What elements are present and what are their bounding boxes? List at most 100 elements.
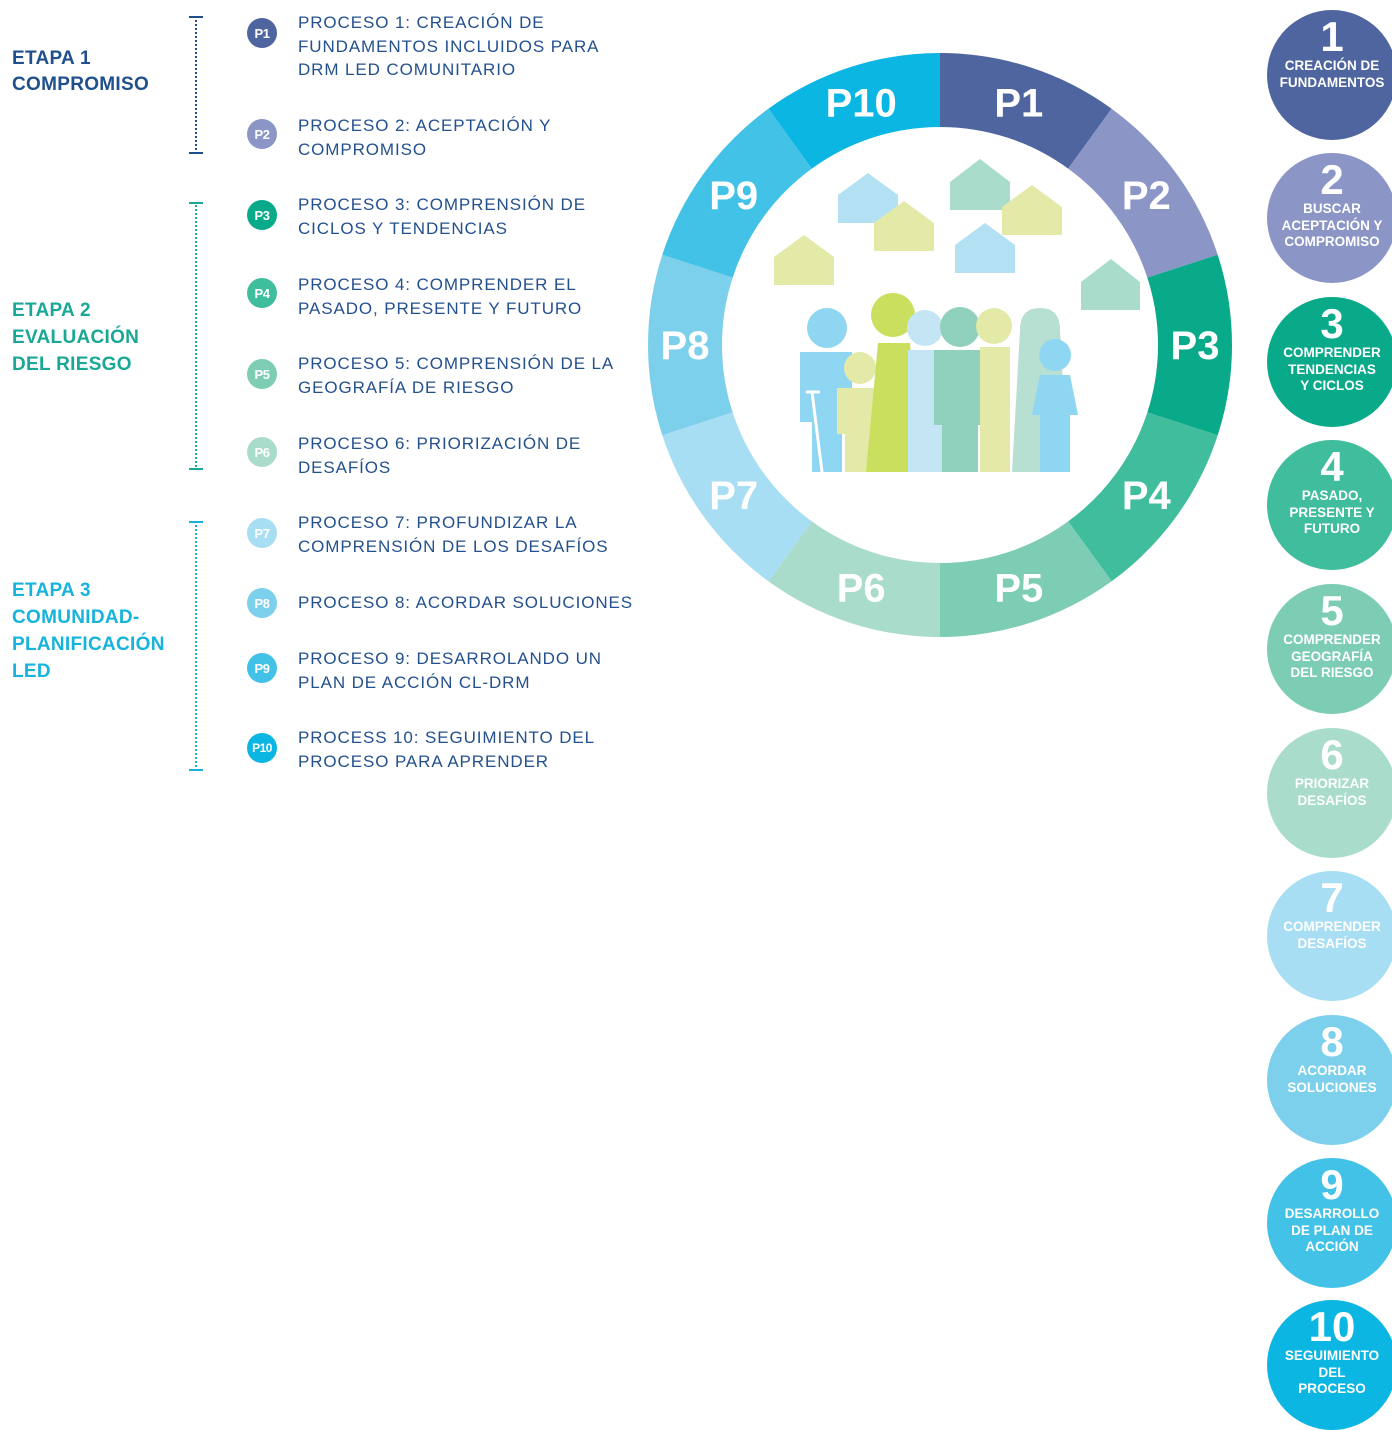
- step-1-number: 1: [1320, 13, 1344, 60]
- process-4-badge: P4: [247, 278, 277, 308]
- step-10-label-1: SEGUIMIENTO: [1284, 1348, 1380, 1363]
- process-8-badge: P8: [247, 588, 277, 618]
- step-10-label-3: PROCESO: [1298, 1381, 1366, 1396]
- process-10-badge: P10: [247, 733, 277, 763]
- step-3-circle: 3 COMPRENDER TENDENCIAS Y CICLOS: [1267, 297, 1392, 427]
- person-head: [807, 308, 847, 348]
- process-7-text: PROCESO 7: PROFUNDIZAR LA COMPRENSIÓN DE…: [298, 511, 668, 558]
- process-7-badge: P7: [247, 518, 277, 548]
- house-icon: [774, 235, 834, 285]
- step-5-circle: 5 COMPRENDER GEOGRAFÍA DEL RIESGO: [1267, 584, 1392, 714]
- process-6-text: PROCESO 6: PRIORIZACIÓN DE DESAFÍOS: [298, 432, 668, 479]
- step-4-label-3: FUTURO: [1303, 521, 1361, 536]
- process-10-text: PROCESS 10: SEGUIMIENTO DEL PROCESO PARA…: [298, 726, 668, 773]
- step-8-label-2: SOLUCIONES: [1287, 1079, 1377, 1095]
- step-10-number: 10: [1308, 1303, 1356, 1350]
- houses: [774, 159, 1140, 310]
- step-9-number: 9: [1320, 1161, 1344, 1208]
- ring-segment-p2: [1068, 108, 1218, 278]
- step-8-label-1: ACORDAR: [1297, 1063, 1367, 1078]
- step-1-label-2: FUNDAMENTOS: [1279, 74, 1385, 90]
- step-3-label-1: COMPRENDER: [1283, 345, 1381, 360]
- ring-label-p2: P2: [1122, 174, 1171, 218]
- process-7-line-1: PROCESO 7: PROFUNDIZAR LA: [298, 513, 578, 532]
- stage-2-label: ETAPA 2 EVALUACIÓN DEL RIESGO: [12, 297, 139, 378]
- process-9-badge: P9: [247, 653, 277, 683]
- step-4-circle: 4 PASADO, PRESENTE Y FUTURO: [1267, 440, 1392, 570]
- step-5-label-3: DEL RIESGO: [1290, 665, 1374, 680]
- ring-segment-p7: [662, 412, 812, 582]
- process-3-line-2: CICLOS Y TENDENCIAS: [298, 218, 508, 238]
- process-1-text: PROCESO 1: CREACIÓN DE FUNDAMENTOS INCLU…: [298, 11, 668, 82]
- process-5-line-2: GEOGRAFÍA DE RIESGO: [298, 377, 515, 397]
- stage-3-name-line1: COMUNIDAD-: [12, 607, 140, 628]
- ring-segment-p1: [940, 53, 1112, 169]
- ring-label-p4: P4: [1122, 474, 1172, 518]
- process-7-line-2: COMPRENSIÓN DE LOS DESAFÍOS: [298, 536, 609, 556]
- stage-3-bracket: [189, 521, 203, 771]
- process-2-badge: P2: [247, 119, 277, 149]
- process-8-text: PROCESO 8: ACORDAR SOLUCIONES: [298, 591, 668, 615]
- ring-segment-p9: [662, 108, 812, 278]
- process-3-line-1: PROCESO 3: COMPRENSIÓN DE: [298, 195, 586, 214]
- step-8-number: 8: [1320, 1018, 1344, 1065]
- stage-3-name-line3: LED: [12, 661, 51, 682]
- step-7-label-2: DESAFÍOS: [1297, 935, 1367, 951]
- house-icon: [1081, 259, 1140, 310]
- stage-1-bracket: [189, 16, 203, 154]
- process-2-text: PROCESO 2: ACEPTACIÓN Y COMPROMISO: [298, 114, 668, 161]
- step-9-circle: 9 DESARROLLO DE PLAN DE ACCIÓN: [1267, 1158, 1392, 1288]
- step-5-label-2: GEOGRAFÍA: [1291, 648, 1373, 664]
- stage-1-name: COMPROMISO: [12, 74, 150, 95]
- ring-segments: [648, 53, 1232, 637]
- step-2-label-1: BUSCAR: [1303, 201, 1361, 216]
- step-2-circle: 2 BUSCAR ACEPTACIÓN Y COMPROMISO: [1267, 153, 1392, 283]
- house-icon: [1002, 185, 1062, 235]
- step-6-number: 6: [1320, 731, 1344, 778]
- step-7-label-1: COMPRENDER: [1283, 919, 1381, 934]
- ring-label-p10: P10: [826, 81, 897, 125]
- step-2-label-3: COMPROMISO: [1284, 234, 1380, 249]
- process-2-line-1: PROCESO 2: ACEPTACIÓN Y: [298, 116, 552, 135]
- person-head: [871, 293, 915, 337]
- house-icon: [838, 173, 898, 223]
- step-9-label-2: DE PLAN DE: [1291, 1222, 1373, 1238]
- person-body: [1032, 375, 1078, 472]
- step-7-number: 7: [1320, 874, 1344, 921]
- person-body: [980, 347, 1010, 472]
- step-9-label-3: ACCIÓN: [1305, 1239, 1359, 1254]
- step-10-label-2: DEL: [1318, 1364, 1346, 1380]
- step-10-circle: 10 SEGUIMIENTO DEL PROCESO: [1267, 1300, 1392, 1430]
- person-head: [907, 310, 943, 346]
- person-body: [934, 350, 986, 472]
- step-4-number: 4: [1320, 443, 1344, 490]
- person-head: [940, 307, 980, 347]
- house-icon: [955, 223, 1015, 273]
- process-5-badge: P5: [247, 359, 277, 389]
- process-6-badge: P6: [247, 437, 277, 467]
- stage-1-label: ETAPA 1 COMPROMISO: [12, 46, 149, 98]
- person-head: [1039, 339, 1071, 371]
- stage-3-name-line2: PLANIFICACIÓN: [12, 634, 165, 655]
- ring-label-p5: P5: [994, 567, 1043, 611]
- ring-segment-p6: [768, 521, 940, 637]
- process-4-text: PROCESO 4: COMPRENDER EL PASADO, PRESENT…: [298, 273, 668, 320]
- stage-2-name-line2: DEL RIESGO: [12, 354, 132, 375]
- ring-label-p6: P6: [837, 567, 886, 611]
- ring-label-p3: P3: [1171, 324, 1220, 368]
- stage-2-bracket: [189, 202, 203, 470]
- step-9-label-1: DESARROLLO: [1284, 1206, 1380, 1221]
- process-8-line-1: PROCESO 8: ACORDAR SOLUCIONES: [298, 593, 634, 612]
- step-3-label-3: Y CICLOS: [1300, 378, 1364, 393]
- step-7-circle: 7 COMPRENDER DESAFÍOS: [1267, 871, 1392, 1001]
- step-8-circle: 8 ACORDAR SOLUCIONES: [1267, 1015, 1392, 1145]
- ring-label-p1: P1: [994, 81, 1043, 125]
- process-5-text: PROCESO 5: COMPRENSIÓN DE LA GEOGRAFÍA D…: [298, 352, 668, 399]
- step-6-circle: 6 PRIORIZAR DESAFÍOS: [1267, 728, 1392, 858]
- ring-label-p9: P9: [709, 174, 758, 218]
- stage-3-title: ETAPA 3: [12, 580, 91, 601]
- step-1-label-1: CREACIÓN DE: [1284, 58, 1380, 73]
- step-4-label-1: PASADO,: [1301, 488, 1363, 503]
- process-1-badge: P1: [247, 18, 277, 48]
